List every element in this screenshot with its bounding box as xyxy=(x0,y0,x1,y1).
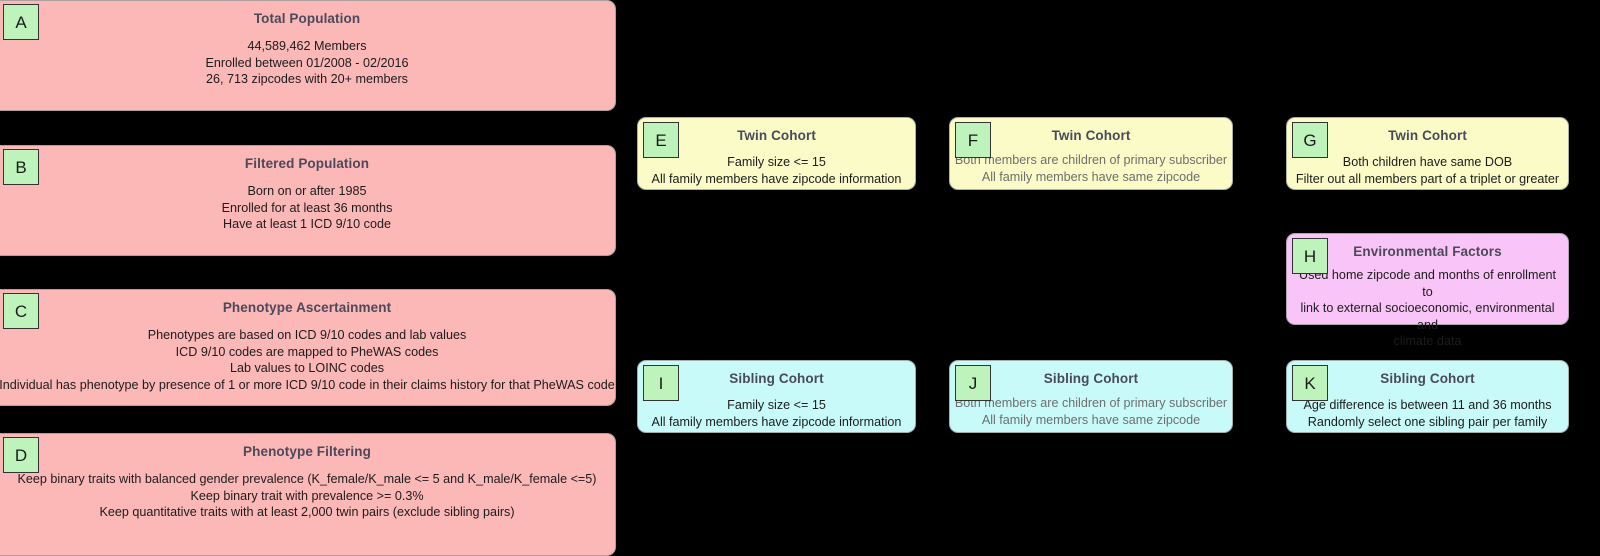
panel-title-g: Twin Cohort xyxy=(1388,128,1467,143)
panel-body-line: Both members are children of primary sub… xyxy=(954,153,1228,167)
panel-body-line: Filter out all members part of a triplet… xyxy=(1295,171,1560,186)
panel-title-f: Twin Cohort xyxy=(1051,128,1131,143)
panel-body-e: Family size <= 15 All family members hav… xyxy=(626,154,927,187)
panel-a[interactable]: A Total Population 44,589,462 Members En… xyxy=(0,0,616,111)
panel-letter-badge-d: D xyxy=(3,437,39,473)
panel-body-line: All family members have zipcode informat… xyxy=(651,414,902,429)
panel-f[interactable]: F Twin Cohort Both members are children … xyxy=(949,117,1233,190)
panel-letter-badge-g: G xyxy=(1292,122,1328,158)
panel-body-line: All family members have same zipcode xyxy=(981,169,1201,184)
panel-title-b: Filtered Population xyxy=(244,156,370,171)
panel-body-line: Born on or after 1985 xyxy=(247,184,367,198)
panel-body-line: All family members have same zipcode xyxy=(981,412,1201,427)
panel-letter-badge-h: H xyxy=(1292,238,1328,274)
panel-title-i: Sibling Cohort xyxy=(729,371,824,386)
panel-j[interactable]: J Sibling Cohort Both members are childr… xyxy=(949,360,1233,433)
panel-body-line: Individual has phenotype by presence of … xyxy=(0,377,615,392)
panel-body-line: ICD 9/10 codes are mapped to PheWAS code… xyxy=(175,344,439,359)
panel-k[interactable]: K Sibling Cohort Age difference is betwe… xyxy=(1286,360,1569,433)
panel-body-d: Keep binary traits with balanced gender … xyxy=(0,471,627,521)
panel-body-line: Keep quantitative traits with at least 2… xyxy=(99,505,515,519)
panel-body-line: Both members are children of primary sub… xyxy=(954,396,1228,410)
panel-body-a: 44,589,462 Members Enrolled between 01/2… xyxy=(0,38,627,88)
panel-body-line: link to external socioeconomic, environm… xyxy=(1300,301,1555,332)
panel-body-line: Keep binary trait with prevalence >= 0.3… xyxy=(190,488,424,503)
panel-body-line: Have at least 1 ICD 9/10 code xyxy=(222,217,391,231)
panel-body-b: Born on or after 1985 Enrolled for at le… xyxy=(0,183,627,233)
panel-g[interactable]: G Twin Cohort Both children have same DO… xyxy=(1286,117,1569,190)
panel-body-line: All family members have zipcode informat… xyxy=(651,171,902,186)
panel-body-g: Both children have same DOB Filter out a… xyxy=(1281,154,1574,187)
panel-body-line: Keep binary traits with balanced gender … xyxy=(17,472,597,486)
panel-body-k: Age difference is between 11 and 36 mont… xyxy=(1281,397,1574,430)
panel-letter-badge-k: K xyxy=(1292,365,1328,401)
panel-letter-badge-j: J xyxy=(955,365,991,401)
panel-body-line: 26, 713 zipcodes with 20+ members xyxy=(206,72,408,86)
panel-title-h: Environmental Factors xyxy=(1353,244,1502,259)
panel-body-line: Both children have same DOB xyxy=(1342,155,1513,169)
panel-body-line: Phenotypes are based on ICD 9/10 codes a… xyxy=(147,328,467,342)
panel-body-h: Used home zipcode and months of enrollme… xyxy=(1293,267,1562,350)
panel-letter-badge-e: E xyxy=(643,122,679,158)
panel-body-line: Family size <= 15 xyxy=(727,398,826,412)
panel-letter-badge-i: I xyxy=(643,365,679,401)
panel-body-f: Both members are children of primary sub… xyxy=(922,152,1260,185)
panel-h[interactable]: H Environmental Factors Used home zipcod… xyxy=(1286,233,1569,348)
panel-i[interactable]: I Sibling Cohort Family size <= 15 All f… xyxy=(637,360,916,433)
panel-body-j: Both members are children of primary sub… xyxy=(922,395,1260,428)
panel-body-line: 44,589,462 Members xyxy=(247,39,367,53)
panel-b[interactable]: B Filtered Population Born on or after 1… xyxy=(0,145,616,256)
panel-c[interactable]: C Phenotype Ascertainment Phenotypes are… xyxy=(0,289,616,406)
panel-body-line: Enrolled for at least 36 months xyxy=(221,200,393,215)
panel-title-j: Sibling Cohort xyxy=(1043,371,1139,386)
panel-body-line: Family size <= 15 xyxy=(727,155,826,169)
panel-title-c: Phenotype Ascertainment xyxy=(222,300,392,315)
panel-body-i: Family size <= 15 All family members hav… xyxy=(626,397,927,430)
panel-body-line: Used home zipcode and months of enrollme… xyxy=(1299,268,1556,299)
panel-letter-badge-a: A xyxy=(3,4,39,40)
panel-body-line: Enrolled between 01/2008 - 02/2016 xyxy=(205,55,409,70)
panel-title-e: Twin Cohort xyxy=(737,128,816,143)
panel-body-line: Randomly select one sibling pair per fam… xyxy=(1307,414,1548,429)
panel-e[interactable]: E Twin Cohort Family size <= 15 All fami… xyxy=(637,117,916,190)
panel-letter-badge-b: B xyxy=(3,149,39,185)
panel-title-d: Phenotype Filtering xyxy=(243,444,371,459)
panel-title-k: Sibling Cohort xyxy=(1380,371,1475,386)
panel-title-a: Total Population xyxy=(253,11,361,26)
panel-body-line: climate data xyxy=(1393,334,1462,348)
panel-d[interactable]: D Phenotype Filtering Keep binary traits… xyxy=(0,433,616,556)
panel-letter-badge-f: F xyxy=(955,122,991,158)
panel-body-c: Phenotypes are based on ICD 9/10 codes a… xyxy=(0,327,627,393)
panel-body-line: Lab values to LOINC codes xyxy=(229,361,384,375)
panel-letter-badge-c: C xyxy=(3,293,39,329)
panel-body-line: Age difference is between 11 and 36 mont… xyxy=(1303,398,1552,412)
